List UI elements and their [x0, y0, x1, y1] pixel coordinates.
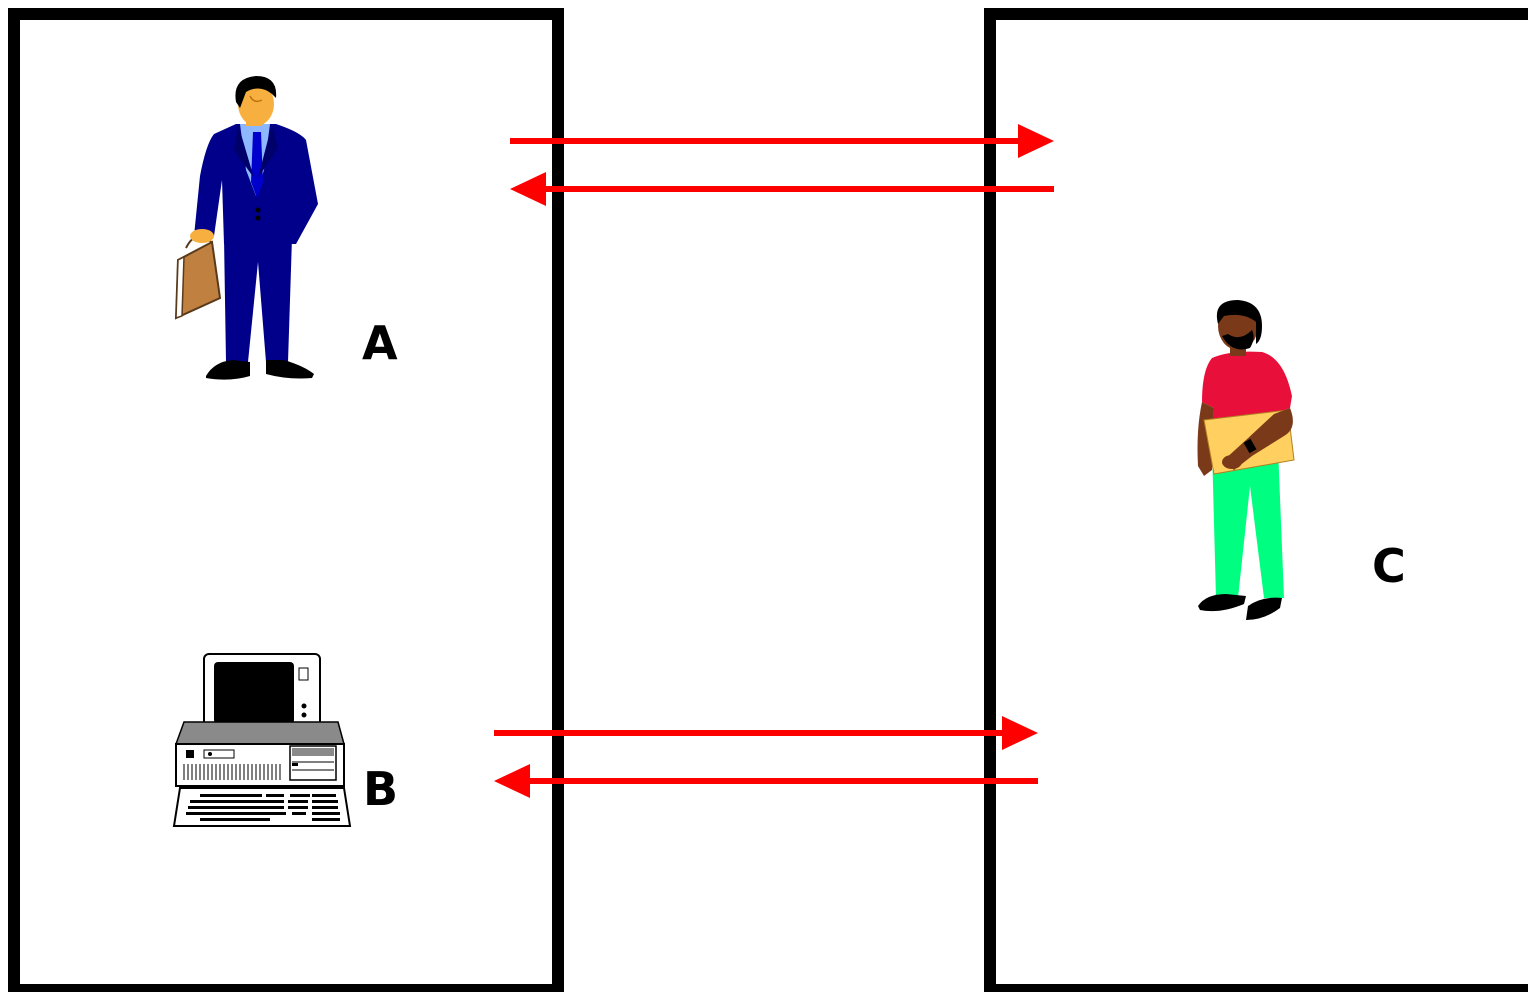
arrow-c-to-b — [494, 764, 1038, 798]
arrow-b-to-c — [494, 716, 1038, 750]
arrow-c-to-a — [510, 172, 1054, 206]
businessman-icon — [174, 76, 318, 380]
bearded-man-icon — [1197, 300, 1295, 620]
briefcase-icon — [174, 234, 222, 320]
desktop-computer-icon — [172, 653, 352, 827]
arrow-a-to-c — [510, 124, 1054, 158]
label-c: C — [1372, 539, 1406, 593]
label-b: B — [363, 762, 399, 816]
label-a: A — [362, 316, 398, 370]
